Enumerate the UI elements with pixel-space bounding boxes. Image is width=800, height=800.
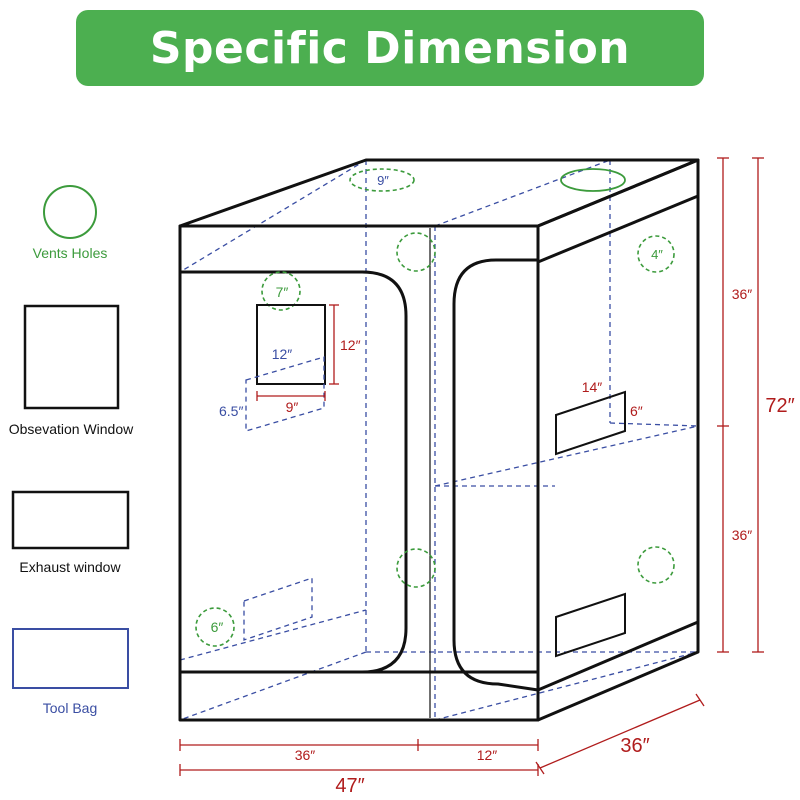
upper-tool-bag: [245, 356, 325, 432]
lower-height-label: 36″: [732, 527, 753, 543]
total-width-label: 47″: [335, 775, 364, 797]
obs-width-label: 9″: [286, 399, 299, 415]
legend-vents-label: Vents Holes: [33, 245, 108, 261]
front-right-width-label: 12″: [477, 747, 498, 763]
door-vent: [261, 271, 301, 311]
exhaust-height-label: 6″: [630, 403, 643, 419]
side-lower-vent: [637, 546, 675, 584]
top-vent-right: [560, 168, 626, 192]
legend-toolbag-label: Tool Bag: [43, 700, 97, 716]
front-lower-vent: [396, 548, 436, 588]
tool-bag-icon: [12, 628, 129, 689]
top-vent-label: 9″: [377, 173, 389, 188]
lower-tool-bag: [243, 577, 313, 641]
title-banner: Specific Dimension: [76, 10, 704, 86]
side-upper-vent: [637, 235, 675, 273]
observation-window-icon: [23, 304, 120, 410]
tent-side-face: [536, 158, 700, 722]
vents: [195, 168, 675, 647]
observation-window: [256, 304, 326, 385]
page-title: Specific Dimension: [149, 22, 631, 74]
top-vent-left: [349, 168, 415, 192]
lower-exhaust-window: [555, 592, 626, 658]
upper-height-label: 36″: [732, 286, 753, 302]
toolbag-height-label: 6.5″: [219, 403, 243, 419]
side-top-band-line: [537, 194, 699, 264]
front-upper-vent: [396, 232, 436, 272]
upper-exhaust-window: [555, 390, 626, 456]
dimension-labels: 9″ 4″ 7″ 6″ 12″ 12″ 9″ 6.5″ 14″ 6″ 36″ 3…: [211, 173, 795, 797]
side-bottom-band-line: [537, 620, 699, 692]
vent-hole-icon: [43, 185, 97, 239]
side-vent-label: 4″: [651, 247, 663, 262]
bottom-left-vent: [195, 607, 235, 647]
obs-height-label: 12″: [340, 337, 361, 353]
legend-exhaust-label: Exhaust window: [19, 559, 121, 575]
legend: Vents Holes Obsevation Window Exhaust wi…: [9, 185, 134, 716]
dimension-lines: [179, 157, 764, 776]
total-height-label: 72″: [765, 395, 794, 417]
door-vent-label: 7″: [276, 284, 289, 300]
bottom-vent-label: 6″: [211, 619, 224, 635]
exhaust-width-label: 14″: [582, 379, 603, 395]
front-left-width-label: 36″: [295, 747, 316, 763]
right-door-panel: [452, 258, 539, 692]
exhaust-window-icon: [11, 490, 130, 550]
tent-outline: [178, 158, 700, 722]
left-door-panel: [180, 270, 408, 674]
toolbag-width-label: 12″: [272, 346, 293, 362]
legend-observation-label: Obsevation Window: [9, 421, 134, 437]
windows: [243, 304, 626, 658]
hidden-edges: [179, 159, 699, 721]
depth-label: 36″: [620, 735, 649, 757]
